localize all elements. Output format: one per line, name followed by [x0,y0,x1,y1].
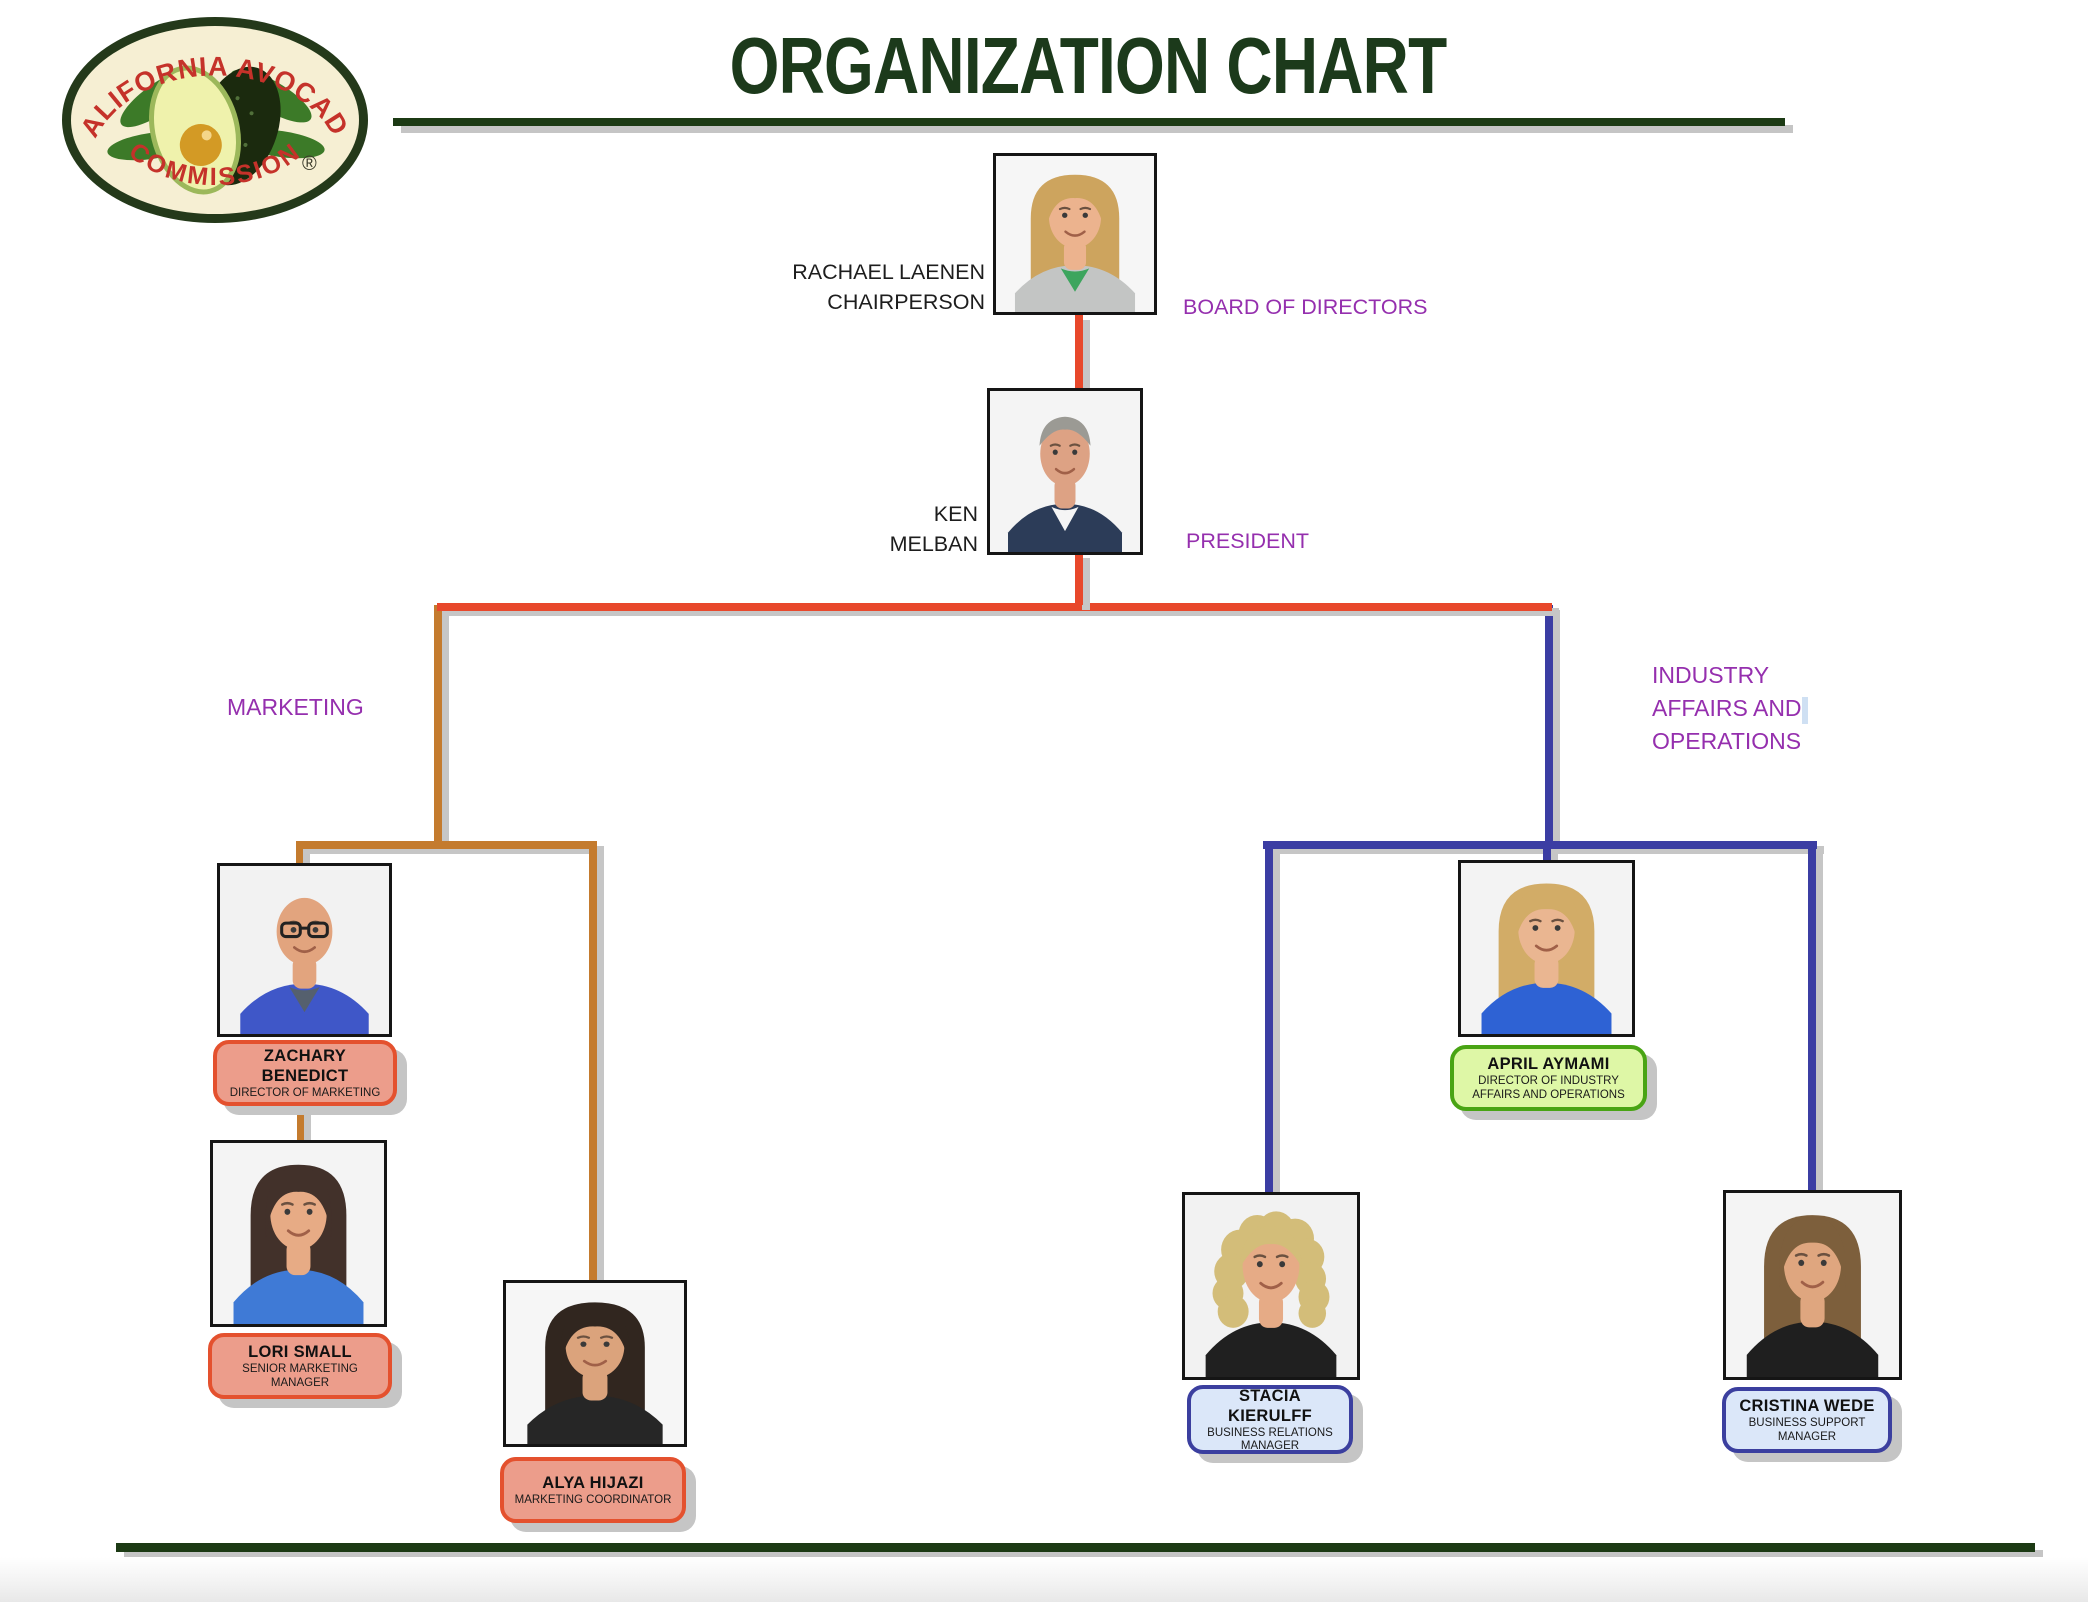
california-avocado-commission-logo: CALIFORNIA AVOCADO COMMISSION ® [58,14,368,223]
label-president: PRESIDENT [1186,529,1310,553]
person-name: ALYA HIJAZI [542,1473,644,1492]
nameplate-alya-hijazi: ALYA HIJAZI MARKETING COORDINATOR [500,1457,686,1523]
nameplate-cristina-wede: CRISTINA WEDE BUSINESS SUPPORT MANAGER [1722,1387,1892,1453]
photo-ken-melban [987,388,1143,555]
page-title-wrap: ORGANIZATION CHART [640,26,1520,108]
person-name: LORI SMALL [248,1343,352,1361]
page-title: ORGANIZATION CHART [729,21,1448,110]
connector-marketing-drop [434,605,442,845]
person-title: MARKETING COORDINATOR [514,1493,672,1506]
person-name: STACIA KIERULFF [1228,1386,1312,1425]
person-name: APRIL AYMAMI [1487,1055,1610,1073]
label-ken-melban: KEN MELBAN [889,502,978,556]
connector-industry-branch-bar [1263,841,1817,849]
connector-president-drop [1075,553,1083,605]
label-board-of-directors: BOARD OF DIRECTORS [1183,295,1428,319]
photo-april-aymami [1458,860,1635,1037]
footer-gradient [0,1557,2088,1602]
registered-trademark-symbol: ® [302,153,317,175]
person-title: DIRECTOR OF MARKETING [229,1086,381,1099]
photo-cristina-wede [1723,1190,1902,1380]
photo-alya-hijazi [503,1280,687,1447]
nameplate-lori-small: LORI SMALL SENIOR MARKETING MANAGER [208,1333,392,1399]
connector-zachary-lori [297,1106,304,1142]
footer-bar [116,1543,2035,1552]
label-marketing: MARKETING [227,694,364,720]
connector-industry-drop [1545,605,1553,845]
text-cursor-artifact [1802,697,1808,724]
person-title: BUSINESS RELATIONS MANAGER [1207,1426,1333,1453]
connector-president-branch-bar [437,603,1552,611]
photo-stacia-kierulff [1182,1192,1360,1380]
photo-lori-small [210,1140,387,1327]
person-name: CRISTINA WEDE [1739,1397,1875,1415]
nameplate-zachary-benedict: ZACHARY BENEDICT DIRECTOR OF MARKETING [213,1040,397,1106]
photo-zachary-benedict [217,863,392,1037]
person-title: SENIOR MARKETING MANAGER [242,1363,358,1389]
connector-april-stub [1543,849,1551,862]
connector-zachary-stub [296,849,303,865]
label-rachael-laenen-chairperson: RACHAEL LAENEN CHAIRPERSON [792,260,985,314]
connector-marketing-branch-bar [296,841,597,849]
label-industry-affairs-operations: INDUSTRY AFFAIRS AND OPERATIONS [1652,662,1802,754]
nameplate-stacia-kierulff: STACIA KIERULFF BUSINESS RELATIONS MANAG… [1187,1385,1353,1454]
avocado-cut-half [148,65,242,195]
connector-marketing-alya [589,849,597,1282]
connector-industry-stacia [1265,849,1273,1194]
photo-rachael-laenen [993,153,1157,315]
person-title: DIRECTOR OF INDUSTRY AFFAIRS AND OPERATI… [1472,1075,1625,1101]
person-name: ZACHARY BENEDICT [261,1046,349,1085]
nameplate-april-aymami: APRIL AYMAMI DIRECTOR OF INDUSTRY AFFAIR… [1450,1045,1647,1111]
person-title: BUSINESS SUPPORT MANAGER [1748,1417,1866,1443]
connector-industry-cristina [1808,849,1816,1192]
connector-chairperson-president [1075,315,1083,390]
title-underline-bar [393,118,1785,126]
